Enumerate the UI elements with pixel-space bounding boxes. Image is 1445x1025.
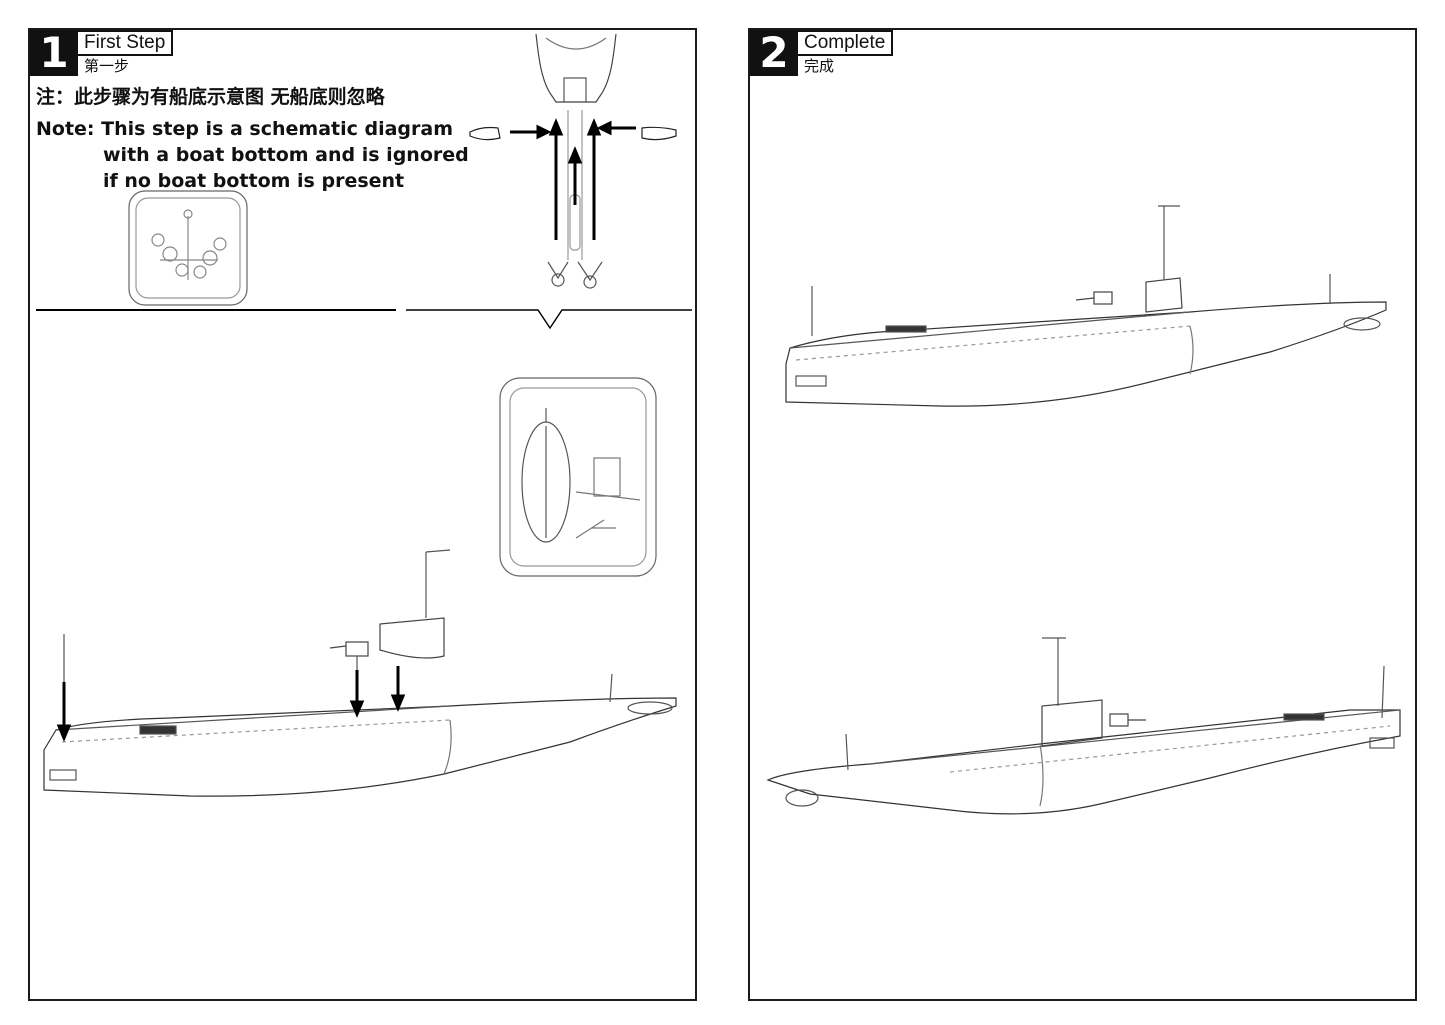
step-1-panel: 1 First Step 第一步 注：此步骤为有船底示意图 无船底则忽略 Not… — [28, 28, 697, 1001]
hydroplane-right-part — [641, 126, 677, 141]
assembly-arrows-bottom — [56, 666, 406, 742]
note-english-line-1: Note: This step is a schematic diagram — [36, 118, 454, 140]
note-english: Note: This step is a schematic diagram w… — [36, 116, 469, 194]
sprue-part-box-large — [499, 377, 657, 577]
step-1-title: First Step — [78, 30, 174, 56]
step-2-title: Complete — [798, 30, 894, 56]
step-1-number: 1 — [30, 30, 78, 76]
hydroplane-left-part — [469, 126, 501, 141]
assembly-arrows-top — [510, 118, 636, 240]
step-2-subtitle: 完成 — [804, 57, 835, 75]
submarine-completed-view-1 — [785, 205, 1387, 407]
note-chinese: 注：此步骤为有船底示意图 无船底则忽略 — [36, 86, 385, 108]
submarine-assembly — [43, 549, 677, 797]
step-2-number: 2 — [750, 30, 798, 76]
step-1-subtitle: 第一步 — [84, 57, 130, 75]
section-divider — [36, 309, 692, 330]
step-2-illustration — [766, 205, 1401, 815]
submarine-completed-view-2 — [766, 637, 1401, 815]
sprue-part-box-small — [128, 190, 248, 306]
note-english-line-2: with a boat bottom and is ignored — [103, 144, 469, 166]
hull-bottom-view — [535, 33, 617, 289]
step-1-illustration — [36, 33, 692, 797]
step-2-panel: 2 Complete 完成 — [748, 28, 1417, 1001]
note-english-line-3: if no boat bottom is present — [103, 170, 405, 192]
